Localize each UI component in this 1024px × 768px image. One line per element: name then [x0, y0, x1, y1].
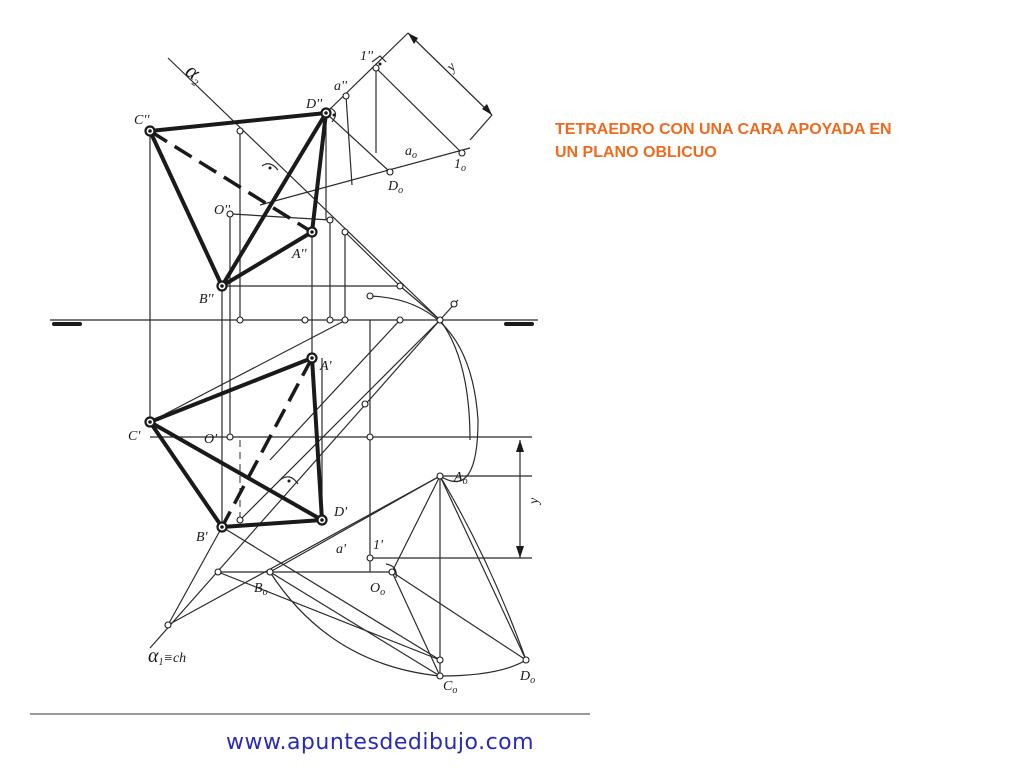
label-d2: D''	[305, 97, 323, 112]
lower-diag-8	[269, 571, 441, 677]
edge-c1-a1	[148, 356, 314, 424]
label-c0: Co	[443, 679, 457, 696]
lower-diag-9	[269, 475, 441, 573]
right-angle-mark-3	[261, 163, 279, 171]
aux-line-3	[469, 114, 493, 141]
dim-y-top-arrow-2	[482, 104, 492, 115]
label-d0: Do	[519, 669, 535, 686]
aux-baseline	[259, 147, 471, 206]
label-b0: Bo	[254, 581, 268, 598]
label-o2: O''	[214, 203, 231, 218]
aux-vertical-2	[345, 95, 353, 186]
dim-y-bottom-arrow-1	[516, 440, 524, 452]
right-angle-dot-3	[268, 166, 272, 170]
lower-diag-3	[149, 319, 347, 423]
rotation-arc-3	[269, 571, 527, 677]
label-1-1: 1'	[373, 538, 384, 553]
label-y-bottom: y	[527, 497, 542, 506]
edge-c2-b2	[148, 129, 224, 288]
lower-diag-10	[391, 571, 441, 677]
right-angle-mark-4	[279, 476, 299, 485]
edge-c2-a2-hidden	[149, 129, 313, 234]
right-angle-dot-2	[332, 113, 336, 117]
label-c2: C''	[134, 113, 150, 128]
page-title: TETRAEDRO CON UNA CARA APOYADA EN UN PLA…	[555, 121, 892, 161]
dim-y-bottom-arrow-2	[516, 546, 524, 558]
right-angle-dot-4	[287, 479, 291, 483]
label-o1: O'	[204, 432, 218, 447]
lower-diag-5	[167, 526, 223, 626]
lower-diag-11	[391, 571, 527, 661]
right-angle-mark-2	[329, 107, 337, 123]
vertex-points	[144, 107, 332, 533]
edge-b2-a2	[220, 230, 314, 288]
lower-diag-13	[439, 475, 527, 661]
label-d0-upper: Do	[387, 179, 403, 196]
rotation-arc-4	[439, 319, 471, 441]
lower-diag-2	[269, 319, 401, 461]
lower-diag-6	[167, 475, 441, 626]
label-a-1: a'	[336, 542, 347, 557]
website-link[interactable]: www.apuntesdedibujo.com	[226, 730, 535, 755]
edge-d2-a2	[310, 111, 328, 234]
label-1-0: 1o	[454, 157, 466, 174]
label-a1: A'	[319, 359, 333, 374]
aux-line-1	[325, 32, 409, 114]
aux-projection-1	[375, 67, 463, 154]
edge-a1-d1	[310, 356, 324, 522]
rotation-arc-2	[439, 475, 527, 661]
rotation-arc-1	[369, 295, 479, 482]
label-c1: C'	[128, 429, 141, 444]
label-b2: B''	[199, 292, 215, 307]
edge-c2-d2	[148, 111, 328, 133]
dim-y-top-line	[407, 32, 493, 116]
plane-trace-alpha1	[149, 319, 441, 649]
edge-a1-b1-hidden	[220, 357, 314, 528]
label-1-2: 1''	[360, 49, 374, 64]
parallel-2	[399, 285, 441, 321]
label-alpha2: α2	[180, 58, 209, 90]
lower-diag-1	[239, 319, 441, 521]
right-angle-mark-1	[371, 55, 387, 63]
label-a0-upper: ao	[405, 144, 417, 161]
label-b1: B'	[196, 530, 209, 545]
edge-c1-b1	[148, 420, 224, 529]
construction-points	[164, 64, 530, 680]
dim-y-top-arrow-1	[408, 33, 418, 44]
edge-c1-d1	[148, 420, 324, 522]
label-a2: A''	[291, 247, 308, 262]
lower-diag-14	[391, 475, 441, 573]
parallel-1	[344, 231, 401, 287]
label-alpha1: α1≡ch	[148, 645, 186, 668]
edge-d2-b2	[220, 111, 328, 288]
lower-diag-7	[217, 571, 441, 661]
label-o0: Oo	[370, 581, 385, 598]
right-angle-mark-5	[385, 563, 397, 579]
edge-b1-d1	[220, 518, 324, 529]
right-angle-dot-1	[378, 62, 382, 66]
label-a-2: a''	[334, 79, 348, 94]
aux-projection-2	[325, 112, 391, 173]
label-y-top: y	[443, 59, 460, 76]
label-d1: D'	[333, 505, 348, 520]
plane-trace-alpha2	[167, 57, 441, 321]
label-a0: Ao	[453, 470, 468, 487]
lower-diag-4	[221, 526, 441, 661]
